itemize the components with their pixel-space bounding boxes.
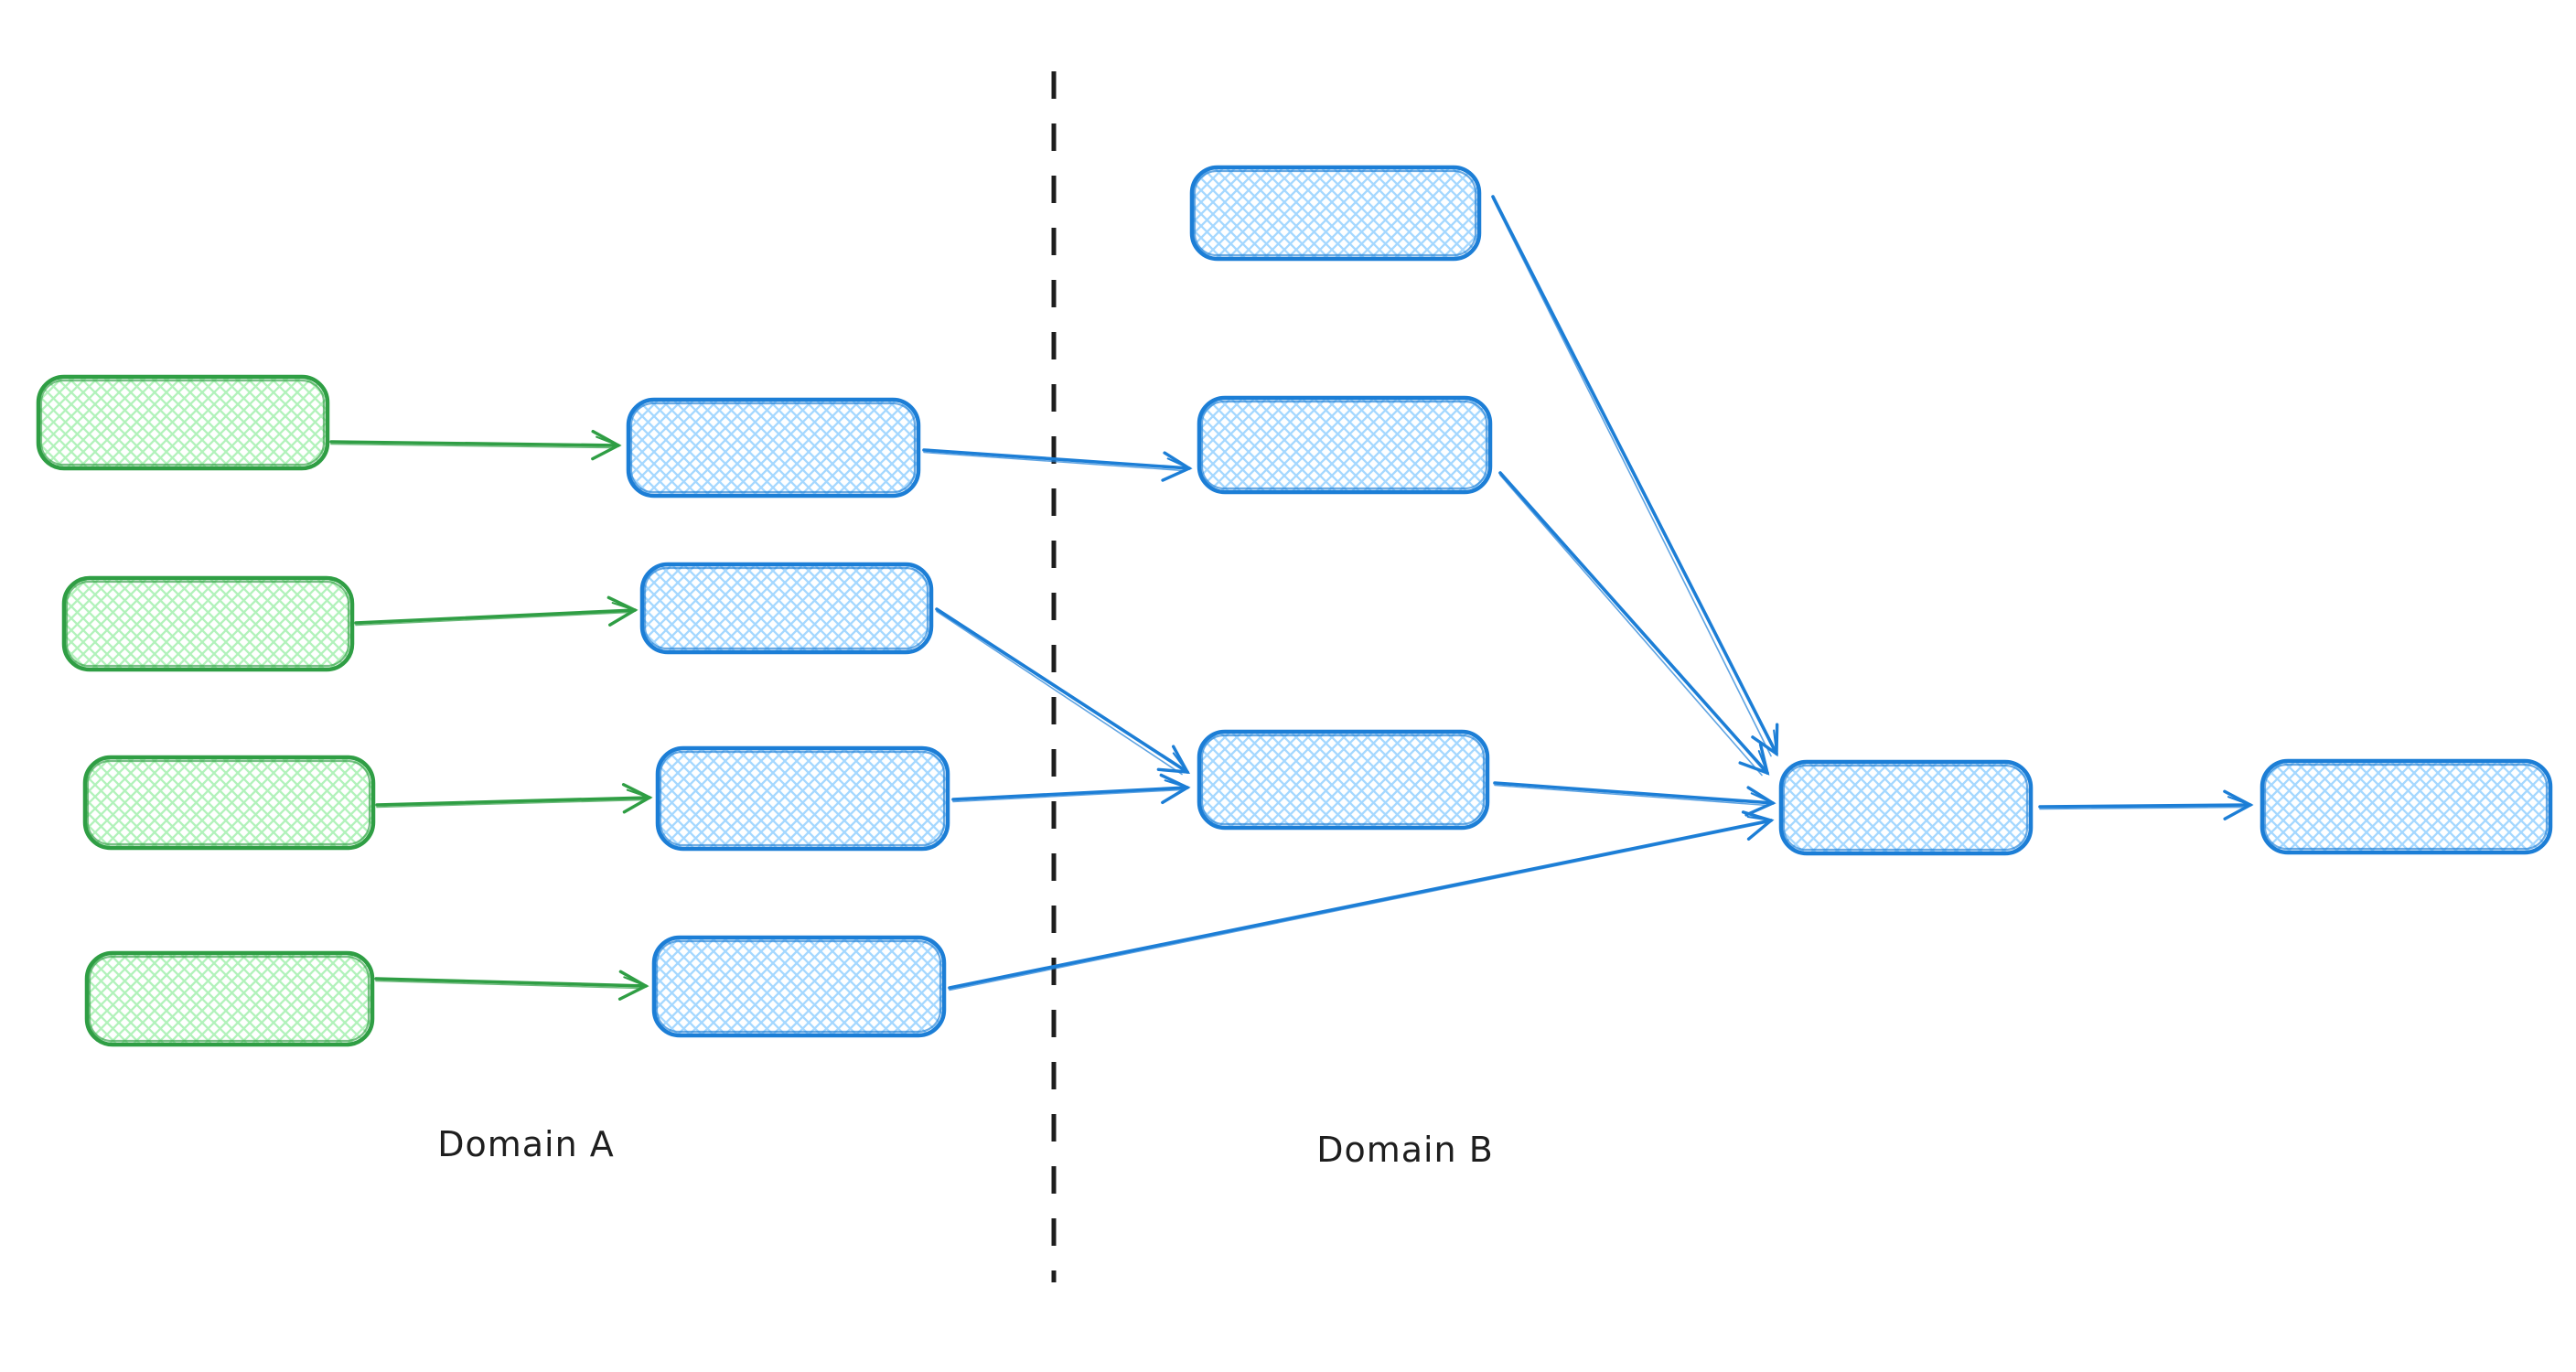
arrow-blue-b1-to-hub[interactable] — [1491, 195, 1779, 757]
node-rect — [1197, 729, 1490, 831]
node-rect-sketch-stroke — [1782, 764, 2029, 852]
node-rect-sketch-stroke — [86, 759, 371, 846]
node-rect — [1189, 165, 1482, 262]
node-rect — [1197, 395, 1493, 495]
arrow-blue-b3-to-hub[interactable] — [1493, 781, 1776, 817]
arrow-sketch-stroke — [2039, 806, 2246, 810]
node-rect — [626, 397, 921, 498]
node-rect-sketch-stroke — [655, 939, 942, 1034]
domain-a-label[interactable]: Domain A — [437, 1124, 615, 1164]
node-blue-a3[interactable] — [655, 745, 950, 852]
node-rect-sketch-stroke — [643, 566, 929, 650]
node-rect-sketch-stroke — [39, 379, 326, 466]
node-rect-sketch-stroke — [1200, 734, 1486, 826]
arrow-line — [329, 429, 622, 461]
arrow-blue-a3-to-blue-b3[interactable] — [951, 773, 1191, 805]
arrow-sketch-stroke — [376, 799, 645, 809]
arrow-line — [354, 595, 639, 627]
node-blue-b2[interactable] — [1197, 395, 1493, 495]
arrow-line — [2038, 789, 2254, 820]
arrow-line — [1491, 195, 1779, 757]
arrow-line — [948, 810, 1775, 990]
node-rect-sketch-stroke — [629, 402, 917, 494]
node-rect-sketch-stroke — [65, 580, 350, 668]
domain-b-label[interactable]: Domain B — [1316, 1130, 1494, 1170]
arrow-blue-a4-to-hub[interactable] — [948, 810, 1775, 991]
node-blue-a4[interactable] — [651, 935, 947, 1038]
arrow-line — [1498, 471, 1770, 776]
node-rect-sketch-stroke — [1200, 400, 1488, 490]
arrow-line — [374, 970, 649, 1001]
node-rect-sketch-stroke — [1193, 169, 1477, 257]
node-output[interactable] — [2259, 758, 2553, 855]
arrow-blue-a1-to-blue-b2[interactable] — [922, 448, 1193, 482]
arrow-sketch-stroke — [1494, 784, 1768, 807]
node-rect — [36, 374, 330, 471]
arrow-sketch-stroke — [952, 788, 1183, 803]
node-rect — [61, 575, 355, 672]
node-blue-a2[interactable] — [639, 562, 934, 655]
arrow-sketch-stroke — [330, 443, 614, 449]
node-rect — [655, 745, 950, 852]
node-green-3[interactable] — [82, 755, 376, 851]
arrow-sketch-stroke — [375, 980, 641, 990]
arrow-blue-a2-to-blue-b3[interactable] — [935, 607, 1191, 776]
arrow-green-2-to-blue-a2[interactable] — [354, 595, 639, 627]
arrow-green-4-to-blue-a4[interactable] — [374, 970, 649, 1001]
arrow-sketch-stroke — [1492, 198, 1772, 757]
arrow-line — [375, 783, 653, 814]
node-rect-sketch-stroke — [88, 955, 370, 1043]
arrow-sketch-stroke — [355, 611, 630, 627]
arrow-hub-to-output[interactable] — [2038, 789, 2254, 820]
node-green-2[interactable] — [61, 575, 355, 672]
arrow-line — [922, 448, 1193, 482]
node-green-1[interactable] — [36, 374, 330, 471]
node-rect — [1778, 759, 2034, 856]
arrow-sketch-stroke — [1499, 474, 1763, 777]
node-rect — [82, 755, 376, 851]
node-blue-b3[interactable] — [1197, 729, 1490, 831]
arrow-line — [935, 607, 1191, 774]
arrow-line — [951, 773, 1191, 805]
node-rect-sketch-stroke — [2263, 763, 2549, 851]
node-rect-sketch-stroke — [659, 750, 946, 847]
arrow-green-1-to-blue-a1[interactable] — [329, 429, 622, 461]
node-rect — [2259, 758, 2553, 855]
node-blue-b1[interactable] — [1189, 165, 1482, 262]
arrow-line — [1493, 781, 1776, 817]
node-hub[interactable] — [1778, 759, 2034, 856]
arrow-sketch-stroke — [936, 610, 1183, 776]
arrow-blue-b2-to-hub[interactable] — [1498, 471, 1770, 777]
arrow-sketch-stroke — [923, 451, 1185, 472]
arrow-green-3-to-blue-a3[interactable] — [375, 783, 653, 814]
node-rect — [84, 950, 375, 1047]
node-rect — [651, 935, 947, 1038]
node-blue-a1[interactable] — [626, 397, 921, 498]
node-green-4[interactable] — [84, 950, 375, 1047]
node-rect — [639, 562, 934, 655]
